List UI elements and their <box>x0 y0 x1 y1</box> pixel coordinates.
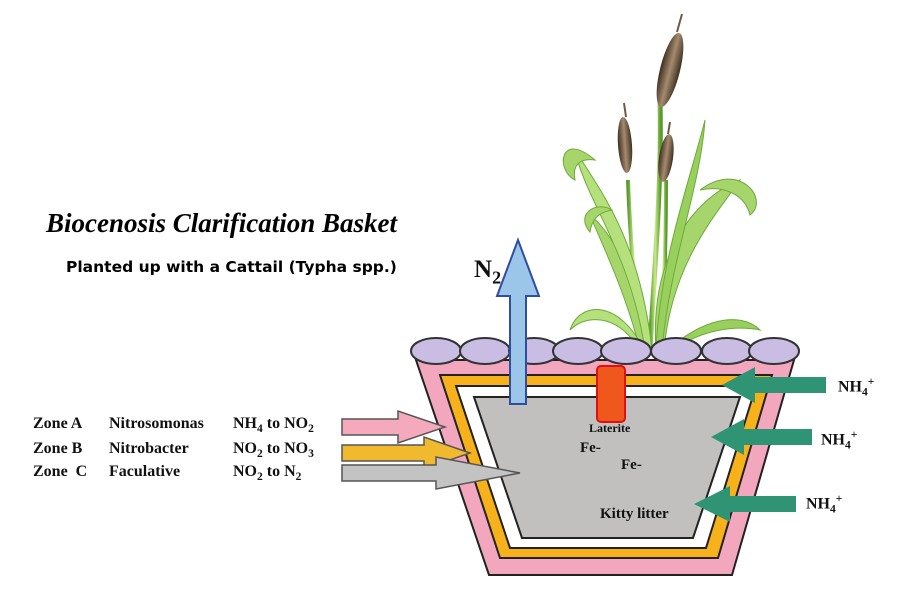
zone-a-name: Zone A <box>33 415 83 432</box>
n2-arrow <box>495 237 541 405</box>
nh4-label-middle: NH4+ <box>821 429 858 452</box>
diagram-title: Biocenosis Clarification Basket <box>46 208 398 238</box>
fe-label-1: Fe- <box>580 440 601 456</box>
zone-b-reaction: NO2 to NO3 <box>233 440 314 461</box>
cattail-plant <box>562 13 762 351</box>
zone-c-name: Zone C <box>33 463 88 480</box>
nh4-label-bottom: NH4+ <box>806 493 843 516</box>
zone-b-organism: Nitrobacter <box>109 440 189 457</box>
diagram-subtitle: Planted up with a Cattail (Typha spp.) <box>66 258 397 276</box>
kitty-litter-label: Kitty litter <box>600 506 669 522</box>
zone-c-arrow <box>341 456 521 490</box>
zone-a-organism: Nitrosomonas <box>109 415 204 432</box>
nh4-label-top: NH4+ <box>838 376 875 399</box>
nh4-arrow-middle <box>711 419 812 455</box>
laterite-label: Laterite <box>589 421 631 435</box>
nh4-arrow-bottom <box>694 486 796 522</box>
zone-b-name: Zone B <box>33 440 83 457</box>
fe-label-2: Fe- <box>621 457 642 473</box>
inner-core-zone-c <box>472 396 742 539</box>
zone-a-reaction: NH4 to NO2 <box>233 415 314 436</box>
zone-c-reaction: NO2 to N2 <box>233 463 302 484</box>
laterite-block <box>596 365 626 423</box>
zone-a-arrow <box>341 409 448 445</box>
zone-c-organism: Faculative <box>109 463 181 480</box>
nh4-arrow-top <box>722 367 826 403</box>
n2-label: N2 <box>474 256 502 288</box>
stone-layer <box>410 337 800 365</box>
